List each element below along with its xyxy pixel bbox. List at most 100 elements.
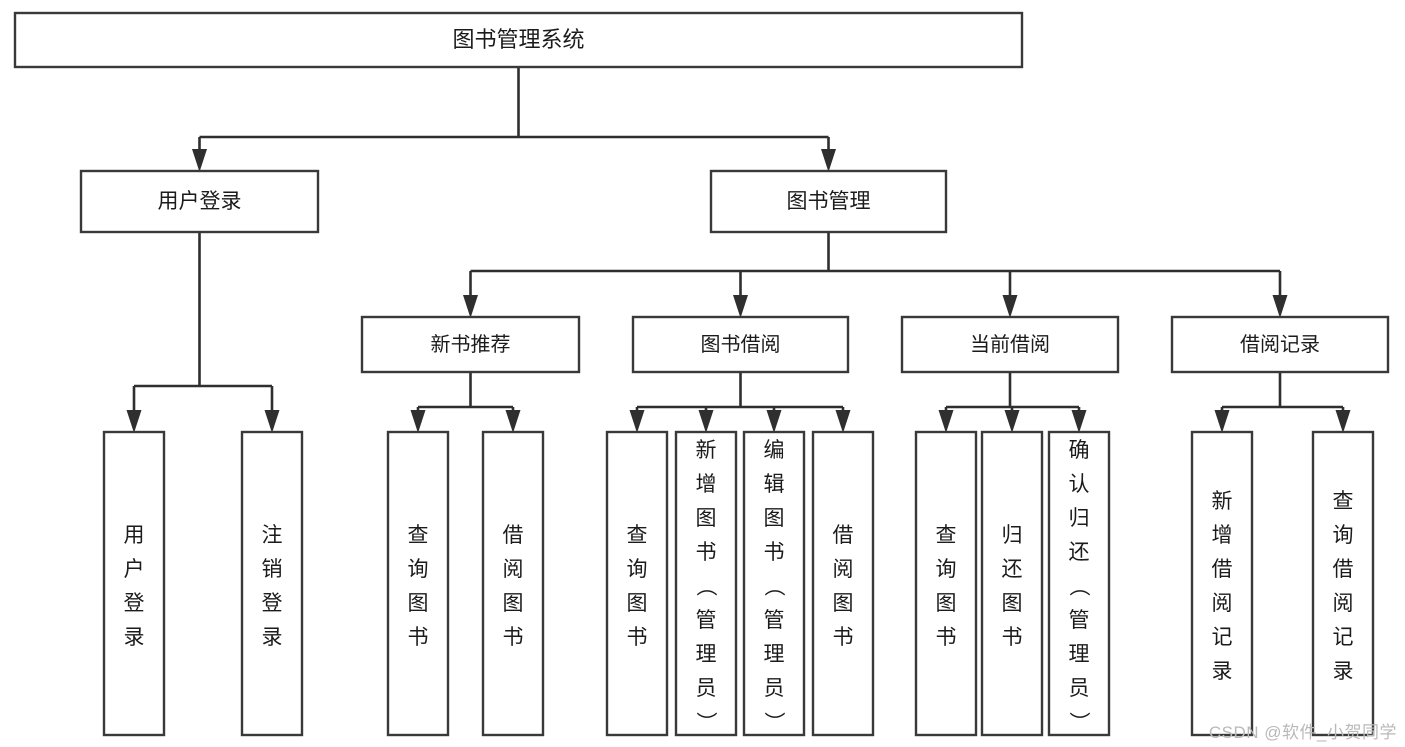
node-label-leaf-current-query-char-2: 图 [936, 592, 957, 615]
node-newbook[interactable]: 新书推荐 [360, 315, 581, 374]
arrowhead-leaf-records-add [1214, 410, 1230, 433]
node-label-leaf-borrow-add-char-8: ） [694, 712, 717, 733]
node-label-leaf-borrow-edit-char-8: ） [762, 712, 785, 733]
node-label-leaf-records-query-char-5: 录 [1333, 660, 1354, 683]
node-label-leaf-newbook-query-char-3: 书 [408, 626, 429, 649]
node-label-leaf-current-confirm-char-7: 员 [1069, 677, 1090, 700]
node-box-leaf-current-query [914, 430, 978, 737]
node-box-leaf-records-query [1311, 430, 1375, 737]
node-label-leaf-user-logout-char-0: 注 [262, 524, 283, 547]
node-label-records: 借阅记录 [1240, 333, 1320, 356]
node-leaf-user-login[interactable]: 用户登录 [102, 430, 166, 737]
node-label-leaf-current-query-char-1: 询 [936, 558, 957, 581]
arrowhead-current [1002, 295, 1018, 318]
node-label-leaf-records-add-char-3: 阅 [1212, 592, 1233, 615]
arrowhead-leaf-records-query [1335, 410, 1351, 433]
watermark-label: CSDN @软件_小贺同学 [1208, 723, 1397, 742]
node-box-current [900, 315, 1120, 374]
node-box-leaf-user-login [102, 430, 166, 737]
node-label-leaf-borrow-edit-char-5: 管 [764, 609, 785, 632]
node-label-login: 用户登录 [158, 190, 242, 213]
node-label-leaf-borrow-edit-char-3: 书 [764, 541, 785, 564]
node-label-leaf-borrow-edit-char-7: 员 [764, 677, 785, 700]
node-label-leaf-current-return-char-0: 归 [1002, 524, 1023, 547]
arrowhead-borrow [733, 295, 748, 318]
node-label-leaf-borrow-edit-char-6: 理 [764, 643, 785, 666]
node-label-leaf-newbook-query-char-2: 图 [408, 592, 429, 615]
node-label-leaf-current-return-char-3: 书 [1002, 626, 1023, 649]
node-label-leaf-newbook-borrow-char-1: 阅 [503, 558, 524, 581]
node-label-leaf-borrow-query-char-0: 查 [627, 524, 648, 547]
node-label-leaf-borrow-add-char-5: 管 [696, 609, 717, 632]
node-label-leaf-records-add-char-1: 增 [1212, 524, 1233, 547]
node-label-leaf-current-query-char-0: 查 [936, 524, 957, 547]
node-label-leaf-current-return-char-1: 还 [1002, 558, 1023, 581]
node-label-leaf-newbook-query-char-0: 查 [408, 524, 429, 547]
arrowhead-leaf-borrow-take [835, 410, 851, 433]
node-label-leaf-borrow-take-char-3: 书 [833, 626, 854, 649]
arrowhead-leaf-borrow-add [698, 410, 714, 433]
node-label-leaf-borrow-edit-char-4: （ [762, 576, 785, 597]
node-label-leaf-newbook-borrow-char-0: 借 [503, 524, 524, 547]
node-login[interactable]: 用户登录 [79, 169, 320, 234]
node-label-leaf-borrow-edit-char-2: 图 [764, 507, 785, 530]
node-label-leaf-records-add-char-4: 记 [1212, 626, 1233, 649]
arrowhead-leaf-current-return [1004, 410, 1020, 433]
arrowhead-leaf-current-query [938, 410, 954, 433]
node-label-leaf-current-return-char-2: 图 [1002, 592, 1023, 615]
node-box-login [79, 169, 320, 234]
node-box-leaf-newbook-query [386, 430, 450, 737]
node-label-borrow: 图书借阅 [701, 333, 781, 356]
node-label-leaf-records-query-char-2: 借 [1333, 558, 1354, 581]
arrowhead-records [1272, 295, 1288, 318]
node-label-leaf-user-login-char-3: 录 [124, 626, 145, 649]
node-box-newbook [360, 315, 581, 374]
node-label-leaf-newbook-borrow-char-2: 图 [503, 592, 524, 615]
node-label-leaf-newbook-borrow-char-3: 书 [503, 626, 524, 649]
node-label-leaf-records-query-char-1: 询 [1333, 524, 1354, 547]
node-label-root: 图书管理系统 [452, 27, 584, 52]
arrowhead-leaf-newbook-query [410, 410, 426, 433]
node-label-leaf-borrow-query-char-3: 书 [627, 626, 648, 649]
node-bookmgmt[interactable]: 图书管理 [709, 169, 948, 234]
node-root[interactable]: 图书管理系统 [13, 11, 1024, 69]
node-label-leaf-current-confirm-char-2: 归 [1069, 507, 1090, 530]
node-label-leaf-borrow-take-char-1: 阅 [833, 558, 854, 581]
node-borrow[interactable]: 图书借阅 [631, 315, 850, 374]
node-label-leaf-records-add-char-2: 借 [1212, 558, 1233, 581]
node-label-leaf-newbook-query-char-1: 询 [408, 558, 429, 581]
arrowhead-login [192, 149, 207, 172]
node-label-leaf-user-logout-char-2: 登 [262, 592, 283, 615]
node-box-borrow [631, 315, 850, 374]
node-label-leaf-records-add-char-5: 录 [1212, 660, 1233, 683]
node-box-leaf-current-confirm [1047, 430, 1111, 737]
node-box-leaf-borrow-edit [742, 430, 806, 737]
node-current[interactable]: 当前借阅 [900, 315, 1120, 374]
node-label-leaf-records-query-char-3: 阅 [1333, 592, 1354, 615]
node-box-leaf-borrow-add [674, 430, 738, 737]
node-records[interactable]: 借阅记录 [1170, 315, 1390, 374]
node-label-leaf-borrow-edit-char-0: 编 [764, 439, 785, 462]
node-label-leaf-user-login-char-2: 登 [124, 592, 145, 615]
node-label-leaf-current-confirm-char-5: 管 [1069, 609, 1090, 632]
node-label-leaf-borrow-edit-char-1: 辑 [764, 473, 785, 496]
node-label-leaf-records-query-char-0: 查 [1333, 490, 1354, 513]
node-label-leaf-records-add-char-0: 新 [1212, 490, 1233, 513]
node-label-leaf-user-login-char-0: 用 [124, 524, 145, 547]
node-box-leaf-records-add [1190, 430, 1254, 737]
node-label-leaf-borrow-add-char-6: 理 [696, 643, 717, 666]
